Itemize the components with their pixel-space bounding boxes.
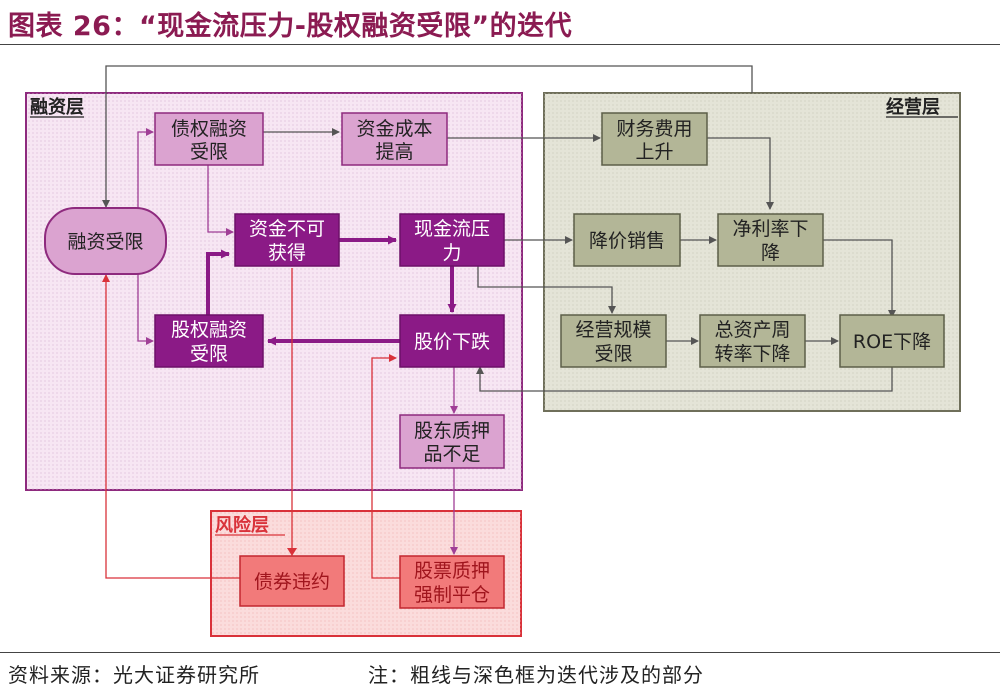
node-cash-pressure: 现金流压 力 xyxy=(399,213,505,267)
node-debt-limit: 债权融资 受限 xyxy=(154,112,264,166)
node-cut-price: 降价销售 xyxy=(573,213,681,267)
svg-text:财务费用: 财务费用 xyxy=(616,118,692,140)
node-bond-default: 债券违约 xyxy=(239,555,345,607)
svg-text:债券违约: 债券违约 xyxy=(254,571,330,593)
iteration-connectors xyxy=(206,235,457,346)
financing-region-label: 融资层 xyxy=(30,96,84,118)
svg-text:资金不可: 资金不可 xyxy=(249,218,325,240)
node-turnover: 总资产周 转率下降 xyxy=(699,314,806,368)
title-divider xyxy=(0,44,1000,45)
svg-text:股东质押: 股东质押 xyxy=(414,420,490,442)
svg-text:融资受限: 融资受限 xyxy=(67,231,143,253)
node-fund-unavailable: 资金不可 获得 xyxy=(234,213,340,267)
node-equity-limit: 股权融资 受限 xyxy=(154,314,264,368)
risk-region-label: 风险层 xyxy=(215,514,269,536)
svg-text:现金流压: 现金流压 xyxy=(414,218,490,240)
svg-text:总资产周: 总资产周 xyxy=(714,319,790,341)
node-fund-cost: 资金成本 提高 xyxy=(341,112,448,166)
svg-text:降价销售: 降价销售 xyxy=(589,230,665,252)
source-note: 资料来源：光大证券研究所 xyxy=(8,663,260,687)
svg-text:上升: 上升 xyxy=(635,141,673,163)
svg-text:受限: 受限 xyxy=(190,141,228,163)
operating-region-label: 经营层 xyxy=(886,96,940,118)
svg-text:股票质押: 股票质押 xyxy=(414,560,490,582)
svg-text:经营规模: 经营规模 xyxy=(575,319,651,341)
node-pledge-short: 股东质押 品不足 xyxy=(399,414,505,469)
svg-text:ROE下降: ROE下降 xyxy=(853,331,931,353)
svg-text:强制平仓: 强制平仓 xyxy=(414,584,490,606)
node-fin-cost: 财务费用 上升 xyxy=(601,112,708,166)
svg-text:转率下降: 转率下降 xyxy=(714,343,790,365)
node-roe: ROE下降 xyxy=(839,314,945,368)
svg-text:股价下跌: 股价下跌 xyxy=(414,331,490,353)
node-net-margin: 净利率下 降 xyxy=(717,213,824,267)
svg-text:降: 降 xyxy=(761,242,780,264)
svg-text:力: 力 xyxy=(442,242,461,264)
svg-text:受限: 受限 xyxy=(190,343,228,365)
svg-text:股权融资: 股权融资 xyxy=(171,319,247,341)
svg-text:债权融资: 债权融资 xyxy=(171,118,247,140)
page-title: 图表 26：“现金流压力-股权融资受限”的迭代 xyxy=(8,11,573,42)
footer-divider xyxy=(0,652,1000,653)
red-connectors xyxy=(102,268,400,579)
legend-note: 注：粗线与深色框为迭代涉及的部分 xyxy=(368,663,704,687)
node-financing-limit: 融资受限 xyxy=(44,207,167,275)
gray-connectors xyxy=(102,65,896,392)
node-forced-close: 股票质押 强制平仓 xyxy=(399,555,505,609)
flow-diagram: 融资层 经营层 风险层 xyxy=(25,65,961,637)
svg-text:获得: 获得 xyxy=(268,242,306,264)
svg-text:受限: 受限 xyxy=(594,343,632,365)
svg-text:提高: 提高 xyxy=(375,141,413,163)
node-scale-limit: 经营规模 受限 xyxy=(560,314,667,368)
svg-text:品不足: 品不足 xyxy=(423,443,480,465)
svg-text:净利率下: 净利率下 xyxy=(732,218,808,240)
node-price-drop: 股价下跌 xyxy=(399,314,505,368)
svg-text:资金成本: 资金成本 xyxy=(356,118,432,140)
